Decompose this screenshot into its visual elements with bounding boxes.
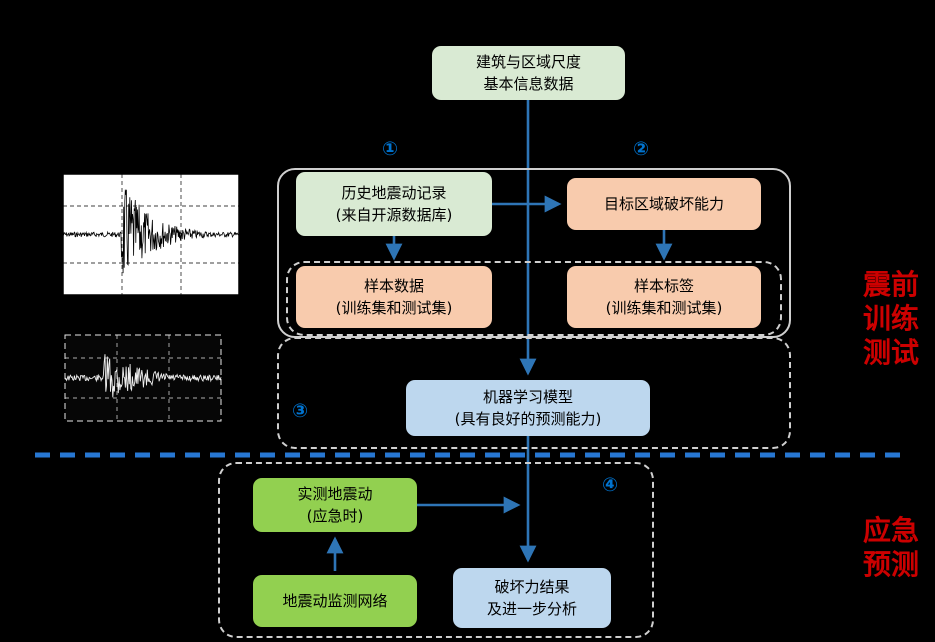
box-text: (训练集和测试集)	[605, 299, 723, 317]
step-3-badge: ③	[292, 400, 309, 422]
phase-label-line: 训练	[862, 302, 919, 336]
phase-label-line: 应急	[862, 514, 919, 547]
damage-result-box: 破坏力结果 及进一步分析	[453, 568, 611, 628]
dark-seismogram-plot	[64, 334, 222, 422]
box-text: 历史地震动记录	[341, 183, 447, 202]
box-text: 样本标签	[633, 276, 694, 295]
box-text: 地震动监测网络	[282, 591, 388, 610]
box-text: 破坏力结果	[494, 577, 570, 596]
sample-data-box: 样本数据 (训练集和测试集)	[296, 266, 492, 328]
monitoring-network-box: 地震动监测网络	[253, 575, 417, 627]
box-text: 实测地震动	[297, 484, 373, 503]
box-text: 建筑与区域尺度	[475, 52, 581, 71]
seismogram-plot	[62, 173, 240, 296]
phase-label-line: 预测	[862, 548, 919, 582]
phase-label-line: 测试	[862, 336, 919, 370]
box-text: (来自开源数据库)	[335, 206, 453, 224]
emergency-container	[218, 462, 654, 638]
box-text: 机器学习模型	[482, 387, 573, 406]
pre-earthquake-phase-label: 震前 训练 测试	[858, 268, 924, 370]
samples-container	[286, 261, 782, 336]
box-text: 基本信息数据	[483, 75, 574, 93]
ml-model-box: 机器学习模型 (具有良好的预测能力)	[406, 380, 650, 436]
box-text: (具有良好的预测能力)	[454, 410, 602, 428]
ml-model-container	[277, 337, 791, 449]
dark-seismogram-image	[64, 334, 222, 422]
target-region-capacity-box: 目标区域破坏能力	[567, 178, 761, 230]
measured-ground-motion-box: 实测地震动 (应急时)	[253, 478, 417, 532]
step-1-badge: ①	[382, 138, 399, 160]
step-2-badge: ②	[633, 138, 650, 160]
box-text: 样本数据	[363, 276, 424, 295]
step-4-badge: ④	[602, 474, 619, 496]
box-text: 及进一步分析	[486, 600, 577, 618]
sample-labels-box: 样本标签 (训练集和测试集)	[567, 266, 761, 328]
historical-ground-motion-box: 历史地震动记录 (来自开源数据库)	[296, 172, 492, 236]
box-text: (训练集和测试集)	[335, 299, 453, 317]
basic-info-box: 建筑与区域尺度 基本信息数据	[432, 46, 625, 100]
box-text: (应急时)	[306, 507, 364, 525]
emergency-phase-label: 应急 预测	[858, 514, 924, 582]
box-text: 目标区域破坏能力	[603, 194, 724, 213]
phase-label-line: 震前	[862, 268, 919, 301]
seismogram-image	[62, 173, 240, 296]
